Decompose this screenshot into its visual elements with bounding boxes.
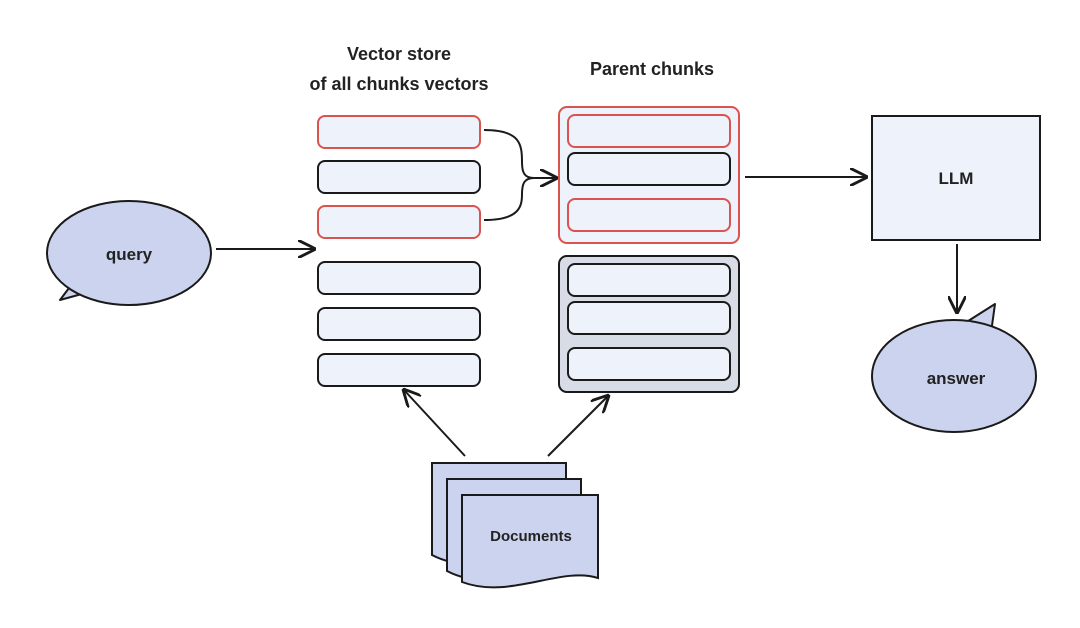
parent-chunk-highlighted: [567, 198, 731, 232]
vector-chunk-highlighted: [317, 115, 481, 149]
llm-label: LLM: [939, 169, 974, 188]
query-label: query: [106, 245, 153, 264]
answer-bubble: answer: [871, 303, 1037, 433]
vector-chunk: [317, 353, 481, 387]
vector-store-title-line1: Vector store: [347, 44, 451, 64]
parent-chunk: [567, 301, 731, 335]
parent-chunk-highlighted: [567, 114, 731, 148]
parent-chunk: [567, 152, 731, 186]
parent-chunk-group: [558, 255, 740, 393]
parent-chunk: [567, 347, 731, 381]
documents-label: Documents: [490, 528, 572, 545]
documents-stack: Documents: [431, 462, 599, 589]
answer-label: answer: [927, 369, 986, 388]
parent-chunk: [567, 263, 731, 297]
document-page-front: [461, 494, 599, 589]
vector-chunk-highlighted: [317, 205, 481, 239]
documents-to-vector-store-arrow: [404, 390, 466, 457]
llm-box: LLM: [871, 115, 1041, 241]
vector-chunk: [317, 160, 481, 194]
parent-chunks-title: Parent chunks: [590, 59, 714, 79]
vector-chunk: [317, 261, 481, 295]
vector-store-title-line2: of all chunks vectors: [309, 74, 488, 94]
vector-chunk: [317, 307, 481, 341]
query-bubble: query: [46, 200, 212, 306]
documents-to-parent-chunks-arrow: [547, 396, 608, 457]
merge-brace-arrow: [483, 129, 556, 221]
vector-store: [317, 115, 481, 387]
parent-chunk-group: [558, 106, 740, 244]
parent-chunk-groups: [558, 106, 740, 393]
